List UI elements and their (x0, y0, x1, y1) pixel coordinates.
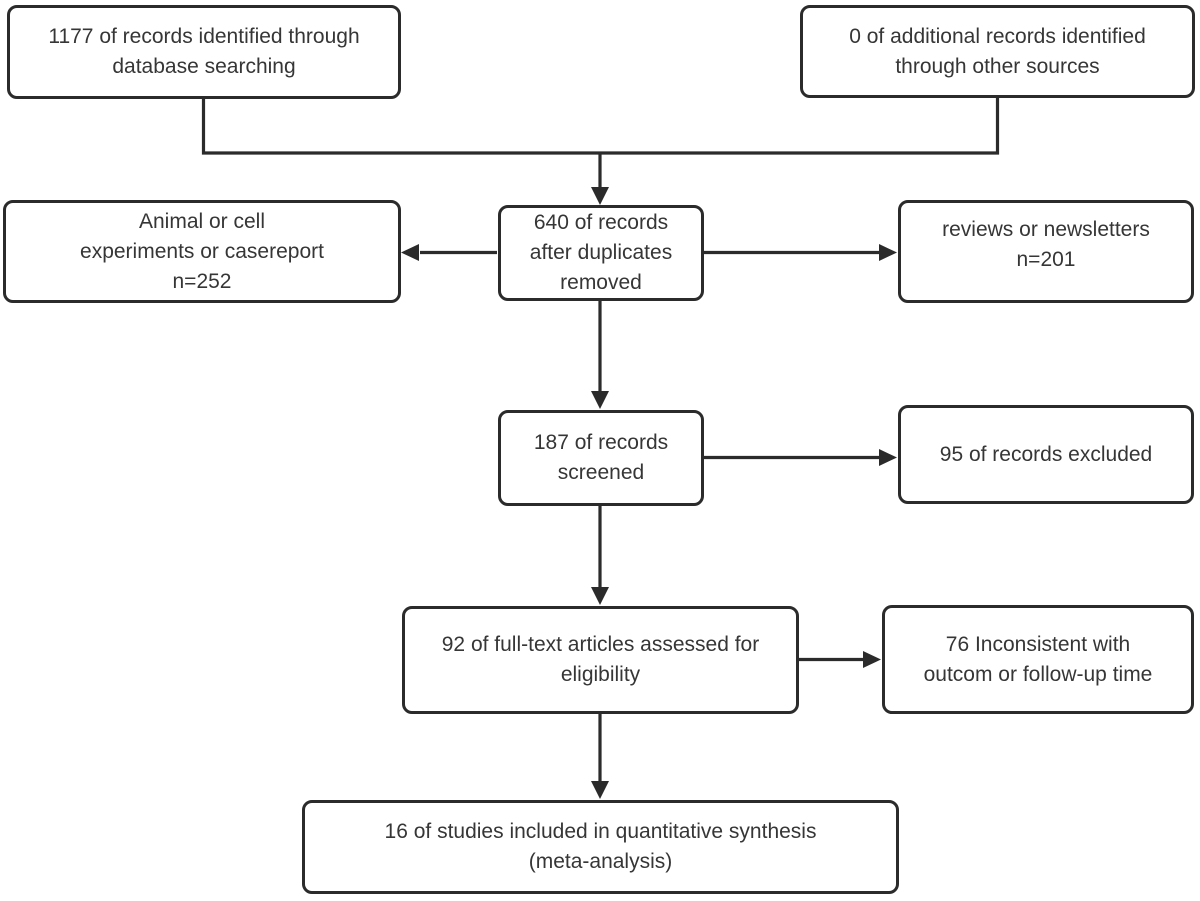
arrowhead-right-reviews (879, 244, 897, 261)
box-text-line: 76 Inconsistent with (945, 632, 1131, 656)
box-text-line: 95 of records excluded (939, 442, 1153, 466)
arrowhead-right-excluded (879, 449, 897, 466)
box-records-screened: 187 of records screened (498, 410, 704, 506)
box-text-line: after duplicates (529, 241, 673, 264)
box-text-line: 640 of records (533, 211, 669, 234)
connector-top-join (201, 97, 1000, 155)
box-text-line: database searching (112, 55, 296, 78)
box-text-line: eligibility (560, 663, 641, 686)
box-excluded-animal-cell-casereport: Animal or cell experiments or casereport… (3, 200, 401, 303)
arrowhead-down-fulltext (591, 587, 609, 605)
box-records-after-duplicates-removed: 640 of records after duplicates removed (498, 205, 704, 301)
arrowhead-right-inconsistent (863, 651, 881, 668)
box-text-line: experiments or casereport (80, 239, 324, 263)
arrowhead-left-animal (401, 244, 419, 261)
box-text-line: Animal or cell (138, 209, 266, 233)
box-text-line: 92 of full-text articles assessed for (441, 633, 760, 656)
box-text-line: 16 of studies included in quantitative s… (384, 820, 817, 843)
box-records-excluded: 95 of records excluded (898, 405, 1194, 504)
box-text-line: reviews or newsletters (942, 218, 1150, 241)
box-text-line: through other sources (895, 54, 1100, 78)
box-additional-records-other-sources: 0 of additional records identified throu… (800, 5, 1195, 98)
arrowhead-down-duplicates (591, 187, 609, 205)
box-text-line: removed (560, 271, 642, 294)
box-fulltext-articles-assessed: 92 of full-text articles assessed for el… (402, 606, 799, 714)
box-text-line: n=252 (172, 269, 232, 293)
box-text-line: 0 of additional records identified (849, 24, 1146, 48)
box-text-line: outcom or follow-up time (923, 662, 1153, 686)
box-studies-included-synthesis: 16 of studies included in quantitative s… (302, 800, 899, 894)
box-text-line: (meta-analysis) (528, 850, 673, 873)
box-text-line: 187 of records (533, 431, 669, 454)
box-excluded-inconsistent-outcome: 76 Inconsistent with outcom or follow-up… (882, 605, 1194, 714)
box-excluded-reviews-newsletters: reviews or newsletters n=201 (898, 200, 1194, 303)
box-text-line: 1177 of records identified through (48, 25, 360, 48)
box-text-line: screened (557, 461, 645, 484)
arrowhead-down-screened (591, 391, 609, 409)
box-text-line: n=201 (1016, 248, 1076, 271)
box-records-identified-database: 1177 of records identified through datab… (7, 5, 401, 99)
arrowhead-down-included (591, 781, 609, 799)
